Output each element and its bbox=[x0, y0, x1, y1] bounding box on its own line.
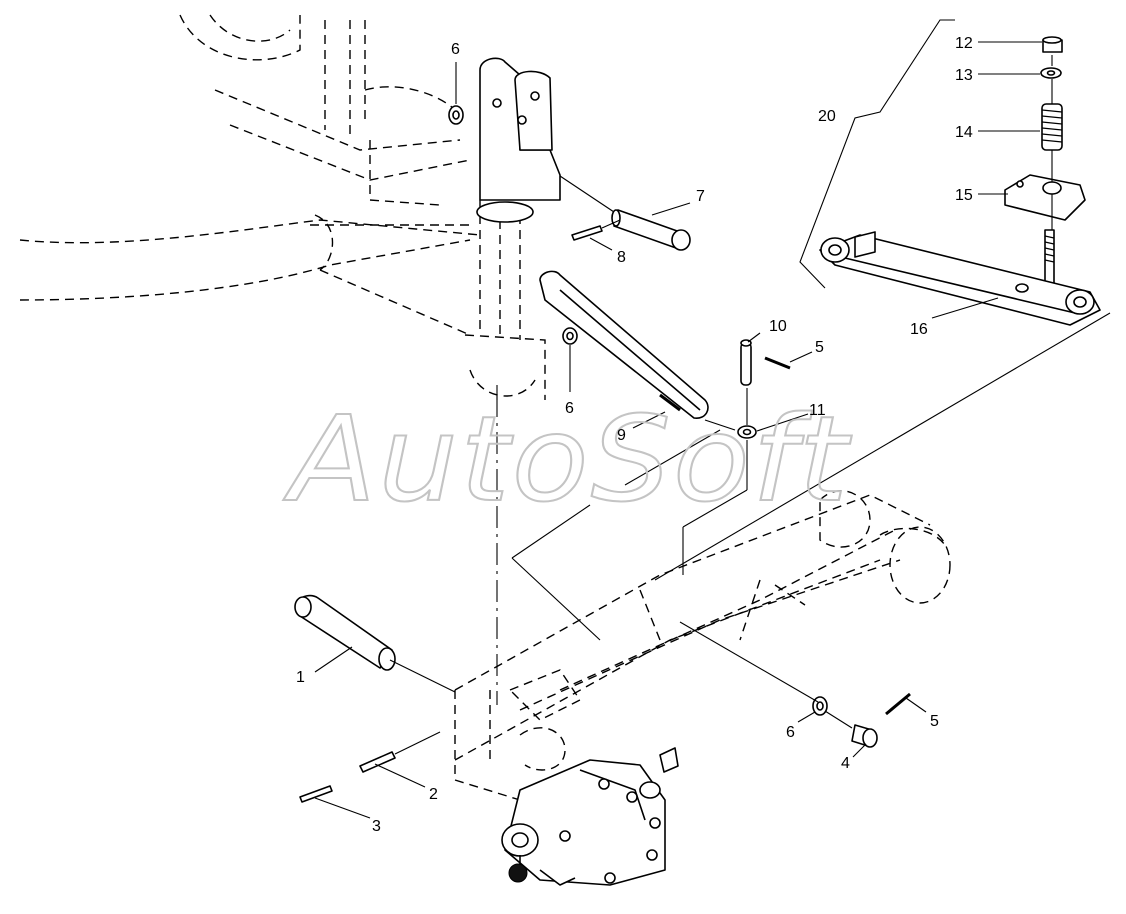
part-8-roll-pin bbox=[571, 219, 621, 241]
callout-4: 4 bbox=[841, 755, 850, 772]
part-9-pivot-arm bbox=[539, 270, 709, 419]
callout-20: 20 bbox=[818, 108, 836, 125]
callout-3: 3 bbox=[372, 818, 381, 835]
callout-16: 16 bbox=[910, 321, 928, 338]
callout-2: 2 bbox=[429, 786, 438, 803]
part-16-stabiliser-bar bbox=[819, 231, 1101, 326]
part-6-washer-middle bbox=[562, 327, 578, 345]
part-14-spring bbox=[1041, 103, 1063, 151]
callout-12: 12 bbox=[955, 35, 973, 52]
assembly-lines bbox=[389, 55, 1111, 755]
callout-5-bottom: 5 bbox=[930, 713, 939, 730]
leader-lines bbox=[314, 41, 1042, 819]
part-7-pin bbox=[559, 175, 691, 251]
callout-10: 10 bbox=[769, 318, 787, 335]
final-drive-housing bbox=[501, 747, 679, 886]
callout-13: 13 bbox=[955, 67, 973, 84]
part-5-cotter-pin-top bbox=[764, 356, 791, 370]
callout-11: 11 bbox=[809, 402, 826, 419]
ghost-axle-housing bbox=[454, 490, 951, 801]
part-11-washer bbox=[737, 425, 757, 439]
part-3-roll-pin bbox=[299, 785, 333, 803]
callout-20-bracket bbox=[799, 19, 955, 289]
callout-6-top: 6 bbox=[451, 41, 460, 58]
part-13-washer bbox=[1040, 67, 1062, 79]
part-6-washer-top bbox=[448, 105, 464, 125]
callout-5-top: 5 bbox=[815, 339, 824, 356]
callout-1: 1 bbox=[296, 669, 305, 686]
callout-6-middle: 6 bbox=[565, 400, 574, 417]
callout-6-bottom: 6 bbox=[786, 724, 795, 741]
callout-14: 14 bbox=[955, 124, 973, 141]
callout-15: 15 bbox=[955, 187, 973, 204]
pivot-bracket bbox=[476, 57, 561, 223]
callout-labels: 6 7 8 6 9 10 5 11 12 13 14 15 16 20 1 2 … bbox=[296, 35, 973, 835]
callout-9: 9 bbox=[617, 427, 626, 444]
part-5-cotter-pin-bottom bbox=[885, 692, 911, 716]
callout-7: 7 bbox=[696, 188, 705, 205]
callout-8: 8 bbox=[617, 249, 626, 266]
stabiliser-bolt bbox=[1044, 229, 1055, 301]
part-2-sleeve bbox=[359, 751, 396, 773]
part-10-pin bbox=[740, 339, 752, 386]
part-1-pivot-pin bbox=[294, 594, 396, 671]
part-15-clamp-plate bbox=[1004, 174, 1086, 221]
watermark-text: AutoSoft bbox=[283, 390, 852, 528]
part-12-nut bbox=[1042, 36, 1063, 53]
ghost-frame bbox=[19, 14, 546, 400]
part-4-pin bbox=[851, 724, 878, 748]
